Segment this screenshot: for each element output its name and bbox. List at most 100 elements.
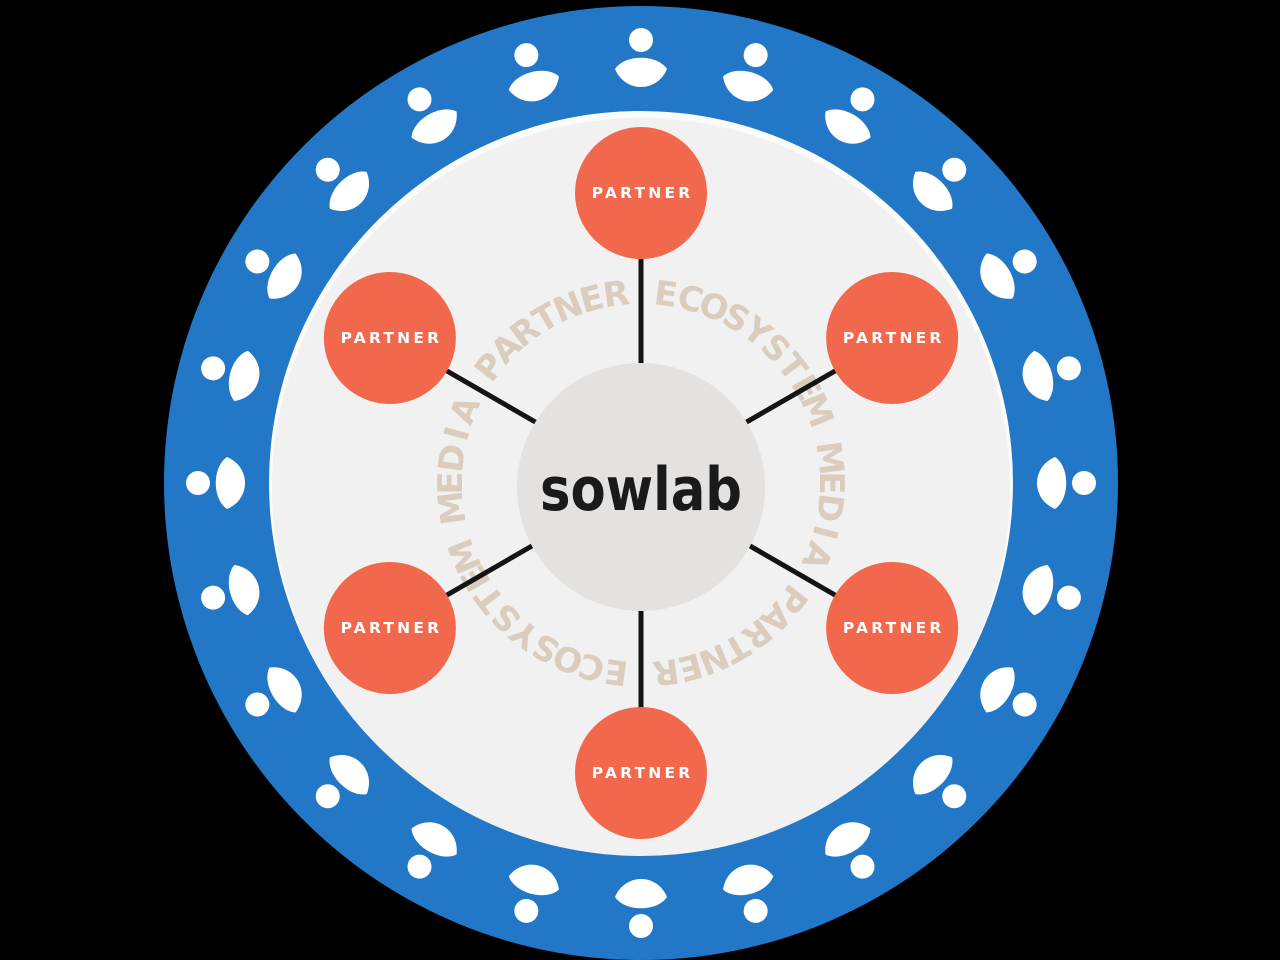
partner-label: PARTNER: [592, 184, 694, 202]
person-icon: [980, 667, 1037, 717]
person-head: [1056, 356, 1081, 381]
person-head: [315, 784, 340, 809]
partner-node: PARTNER: [323, 272, 456, 404]
partner-label: PARTNER: [341, 329, 443, 347]
person-body-leaf: [329, 171, 369, 211]
partner-node: PARTNER: [826, 562, 959, 694]
person-head: [514, 898, 539, 923]
person-body-leaf: [825, 109, 871, 144]
partner-circle: [323, 272, 456, 404]
person-head: [514, 43, 539, 68]
person-icon: [315, 157, 369, 211]
person-icon: [315, 755, 369, 809]
person-head: [850, 854, 875, 879]
person-head: [942, 157, 967, 182]
person-body-leaf: [215, 457, 245, 509]
partner-circle: [826, 272, 959, 404]
connector-line: [437, 364, 542, 427]
ring-text-char: E: [602, 650, 630, 693]
connector-lines: [437, 248, 845, 718]
person-icon: [913, 755, 967, 809]
partner-node: PARTNER: [575, 127, 707, 259]
partner-node: PARTNER: [575, 707, 707, 839]
person-icon: [186, 457, 245, 509]
person-icon: [980, 249, 1037, 299]
person-icon: [201, 350, 260, 401]
person-head: [245, 249, 270, 274]
person-icon: [1022, 565, 1081, 616]
person-head: [629, 914, 653, 938]
person-head: [407, 87, 432, 112]
partner-label: PARTNER: [843, 329, 945, 347]
person-icon: [1037, 457, 1096, 509]
person-icon: [407, 87, 457, 144]
person-icon: [913, 157, 967, 211]
partner-node: PARTNER: [826, 272, 959, 404]
partner-label: PARTNER: [592, 764, 694, 782]
hub-circle: [517, 363, 765, 611]
person-icon: [245, 249, 302, 299]
person-head: [201, 585, 226, 610]
partner-nodes: PARTNER PARTNER PARTNER PARTNER PARTNER PARTN…: [323, 127, 959, 839]
partner-circle: [826, 562, 959, 694]
person-icon: [723, 864, 774, 923]
person-head: [1072, 471, 1096, 495]
ring-text: MEDIAPARTNERECOSYSTEMMEDIAPARTNERECOSYST…: [431, 273, 852, 693]
person-head: [850, 87, 875, 112]
person-body-leaf: [913, 171, 953, 211]
person-icon: [615, 28, 667, 87]
ring-text-char: E: [652, 273, 680, 316]
person-body-leaf: [825, 822, 871, 857]
person-head: [1056, 585, 1081, 610]
ring-text-char: M: [431, 488, 475, 527]
person-icon: [201, 565, 260, 616]
person-body-leaf: [723, 70, 774, 102]
person-head: [407, 854, 432, 879]
ring-text-char: R: [601, 273, 632, 316]
person-icon: [615, 879, 667, 938]
connector-line: [740, 539, 845, 602]
connector-line: [740, 364, 845, 427]
ring-text-char: M: [807, 439, 851, 478]
person-head: [1012, 249, 1037, 274]
person-head: [201, 356, 226, 381]
person-body-leaf: [508, 70, 559, 102]
person-body-leaf: [980, 253, 1015, 299]
person-head: [186, 471, 210, 495]
person-body-leaf: [1022, 565, 1054, 616]
person-body-leaf: [228, 565, 260, 616]
person-body-leaf: [508, 864, 559, 896]
ring-text-char: D: [431, 442, 474, 475]
person-icon: [825, 822, 875, 879]
person-icon: [508, 864, 559, 923]
partner-circle: [323, 562, 456, 694]
person-body-leaf: [615, 57, 667, 87]
person-head: [942, 784, 967, 809]
ring-text-char: E: [811, 471, 851, 494]
person-body-leaf: [980, 667, 1015, 713]
person-body-leaf: [267, 667, 302, 713]
person-body-leaf: [723, 864, 774, 896]
person-icon: [407, 822, 457, 879]
ring-text-char: R: [650, 650, 681, 693]
person-icon: [723, 43, 774, 102]
partner-node: PARTNER: [323, 562, 456, 694]
partner-label: PARTNER: [843, 619, 945, 637]
person-head: [315, 157, 340, 182]
ring-person-icons: [186, 28, 1096, 938]
connector-line: [437, 539, 542, 602]
ring-text-char: E: [431, 471, 471, 494]
person-body-leaf: [329, 755, 369, 795]
person-icon: [508, 43, 559, 102]
person-icon: [1022, 350, 1081, 401]
partner-label: PARTNER: [341, 619, 443, 637]
person-head: [629, 28, 653, 52]
person-body-leaf: [228, 350, 260, 401]
person-body-leaf: [411, 109, 457, 144]
person-icon: [825, 87, 875, 144]
partner-circle: [575, 127, 707, 259]
person-body-leaf: [1022, 350, 1054, 401]
person-body-leaf: [411, 822, 457, 857]
